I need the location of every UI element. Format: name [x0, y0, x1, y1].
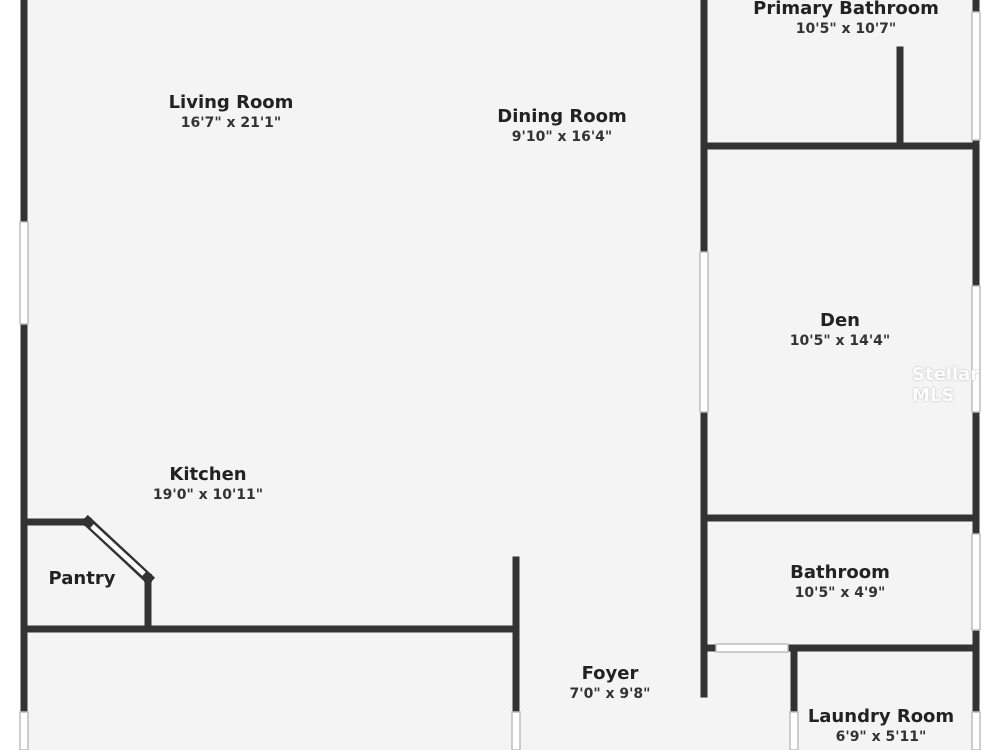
room-label-bathroom: Bathroom 10'5" x 4'9" — [790, 562, 890, 602]
floor-area — [24, 0, 980, 750]
room-label-laundry-room: Laundry Room 6'9" x 5'11" — [808, 706, 954, 746]
room-dimensions: 10'5" x 4'9" — [794, 584, 886, 601]
watermark: Stellar MLS — [912, 364, 980, 406]
room-label-pantry: Pantry — [49, 568, 116, 591]
room-name: Pantry — [48, 568, 116, 589]
opening-bathroom-door — [715, 643, 789, 653]
room-label-primary-bathroom: Primary Bathroom 10'5" x 10'7" — [753, 0, 939, 38]
room-name: Bathroom — [790, 562, 890, 583]
room-dimensions: 10'5" x 10'7" — [795, 20, 897, 37]
room-dimensions: 10'5" x 14'4" — [789, 332, 891, 349]
room-name: Foyer — [581, 663, 639, 684]
room-dimensions: 9'10" x 16'4" — [511, 128, 613, 145]
window-left — [19, 221, 29, 325]
window-right-2 — [971, 285, 981, 413]
room-name: Kitchen — [169, 464, 247, 485]
window-bottom-right — [971, 711, 981, 750]
room-name: Dining Room — [497, 106, 627, 127]
room-label-foyer: Foyer 7'0" x 9'8" — [570, 663, 651, 703]
room-name: Den — [820, 310, 860, 331]
room-label-den: Den 10'5" x 14'4" — [790, 310, 890, 350]
window-right-3 — [971, 533, 981, 631]
pantry-door — [80, 514, 156, 586]
room-label-dining-room: Dining Room 9'10" x 16'4" — [497, 106, 626, 146]
window-bottom-laundry — [789, 711, 799, 750]
room-dimensions: 6'9" x 5'11" — [835, 728, 927, 745]
room-name: Primary Bathroom — [753, 0, 939, 19]
window-bottom-left — [19, 711, 29, 750]
opening-den — [699, 251, 709, 413]
window-bottom-foyer — [511, 711, 521, 750]
room-label-living-room: Living Room 16'7" x 21'1" — [169, 92, 294, 132]
room-dimensions: 16'7" x 21'1" — [180, 114, 282, 131]
room-dimensions: 19'0" x 10'11" — [152, 486, 264, 503]
room-dimensions: 7'0" x 9'8" — [569, 685, 651, 702]
window-right-1 — [971, 11, 981, 141]
room-name: Laundry Room — [807, 706, 955, 727]
room-name: Living Room — [168, 92, 294, 113]
room-label-kitchen: Kitchen 19'0" x 10'11" — [153, 464, 263, 504]
